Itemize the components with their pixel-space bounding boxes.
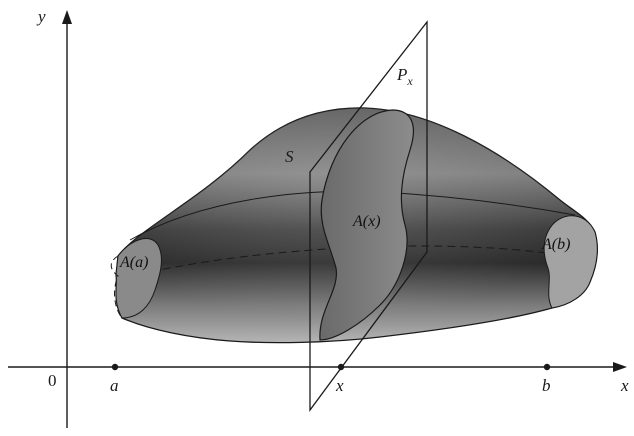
tick-point-b [543, 363, 551, 371]
x-axis-label: x [620, 376, 629, 395]
plane-px [309, 20, 428, 412]
plane-label-main: P [396, 65, 407, 84]
plane-label: Px [396, 65, 413, 88]
section-label-b: A(b) [541, 236, 570, 253]
section-label-x: A(x) [352, 213, 381, 230]
plane-outline [309, 20, 428, 412]
origin-label: 0 [48, 371, 57, 390]
y-axis-label: y [36, 7, 46, 26]
cross-section-b [543, 215, 598, 309]
tick-label-x: x [335, 376, 344, 395]
x-axis-arrowhead [613, 362, 627, 372]
left-end-face [115, 238, 162, 319]
middle-section-face [319, 109, 414, 341]
y-axis-arrowhead [62, 10, 72, 24]
tick-point-a [111, 363, 119, 371]
tick-point-x [337, 363, 345, 371]
cross-section-x [319, 109, 414, 341]
x-axis [8, 362, 627, 372]
y-axis [62, 10, 72, 428]
solid-label: S [285, 147, 294, 166]
section-label-a: A(a) [119, 254, 148, 271]
tick-label-a: a [110, 376, 119, 395]
cross-section-a [110, 238, 162, 319]
tick-label-b: b [542, 376, 551, 395]
plane-label-sub: x [406, 74, 413, 88]
right-end-face [543, 215, 598, 309]
